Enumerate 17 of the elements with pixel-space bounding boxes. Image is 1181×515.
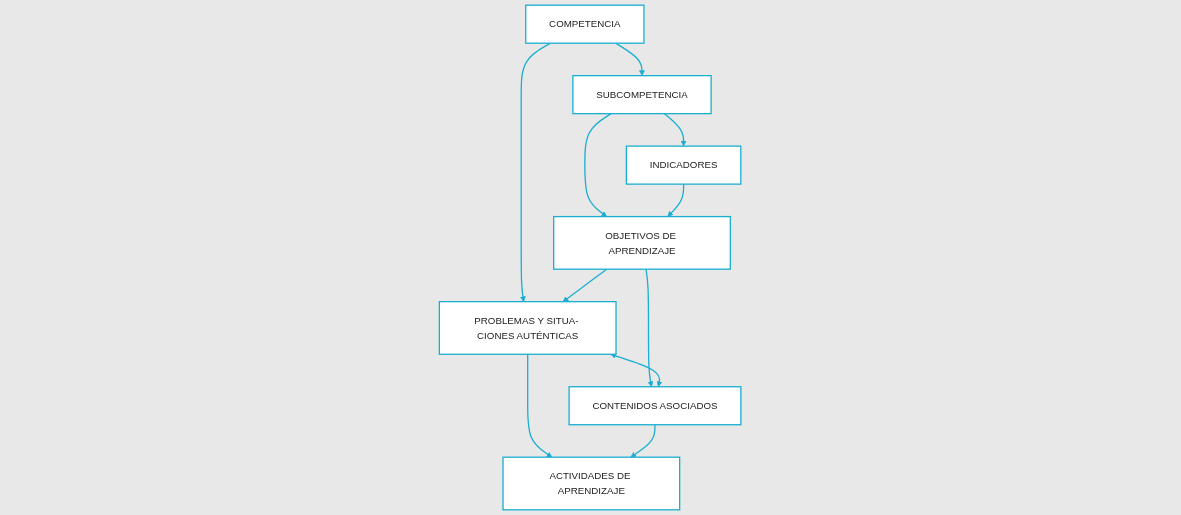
node-box: ACTIVIDADES DE APRENDIZAJE	[502, 456, 681, 511]
arrow	[664, 113, 687, 147]
node-box: COMPETENCIA	[525, 4, 645, 44]
node-box: PROBLEMAS Y SITUA- CIONES AUTÉNTICAS	[439, 301, 618, 355]
arrow	[615, 42, 646, 76]
node-box: CONTENIDOS ASOCIADOS	[568, 386, 742, 426]
arrow	[645, 268, 654, 387]
node-box: INDICADORES	[626, 145, 742, 185]
arrow	[520, 42, 552, 302]
arrow	[610, 353, 663, 387]
arrow	[667, 183, 685, 217]
arrow	[527, 353, 553, 458]
arrow	[630, 424, 656, 458]
arrow	[563, 268, 608, 302]
arrow	[584, 113, 613, 217]
node-box: SUBCOMPETENCIA	[572, 75, 713, 115]
node-box: OBJETIVOS DE APRENDIZAJE	[553, 215, 732, 270]
